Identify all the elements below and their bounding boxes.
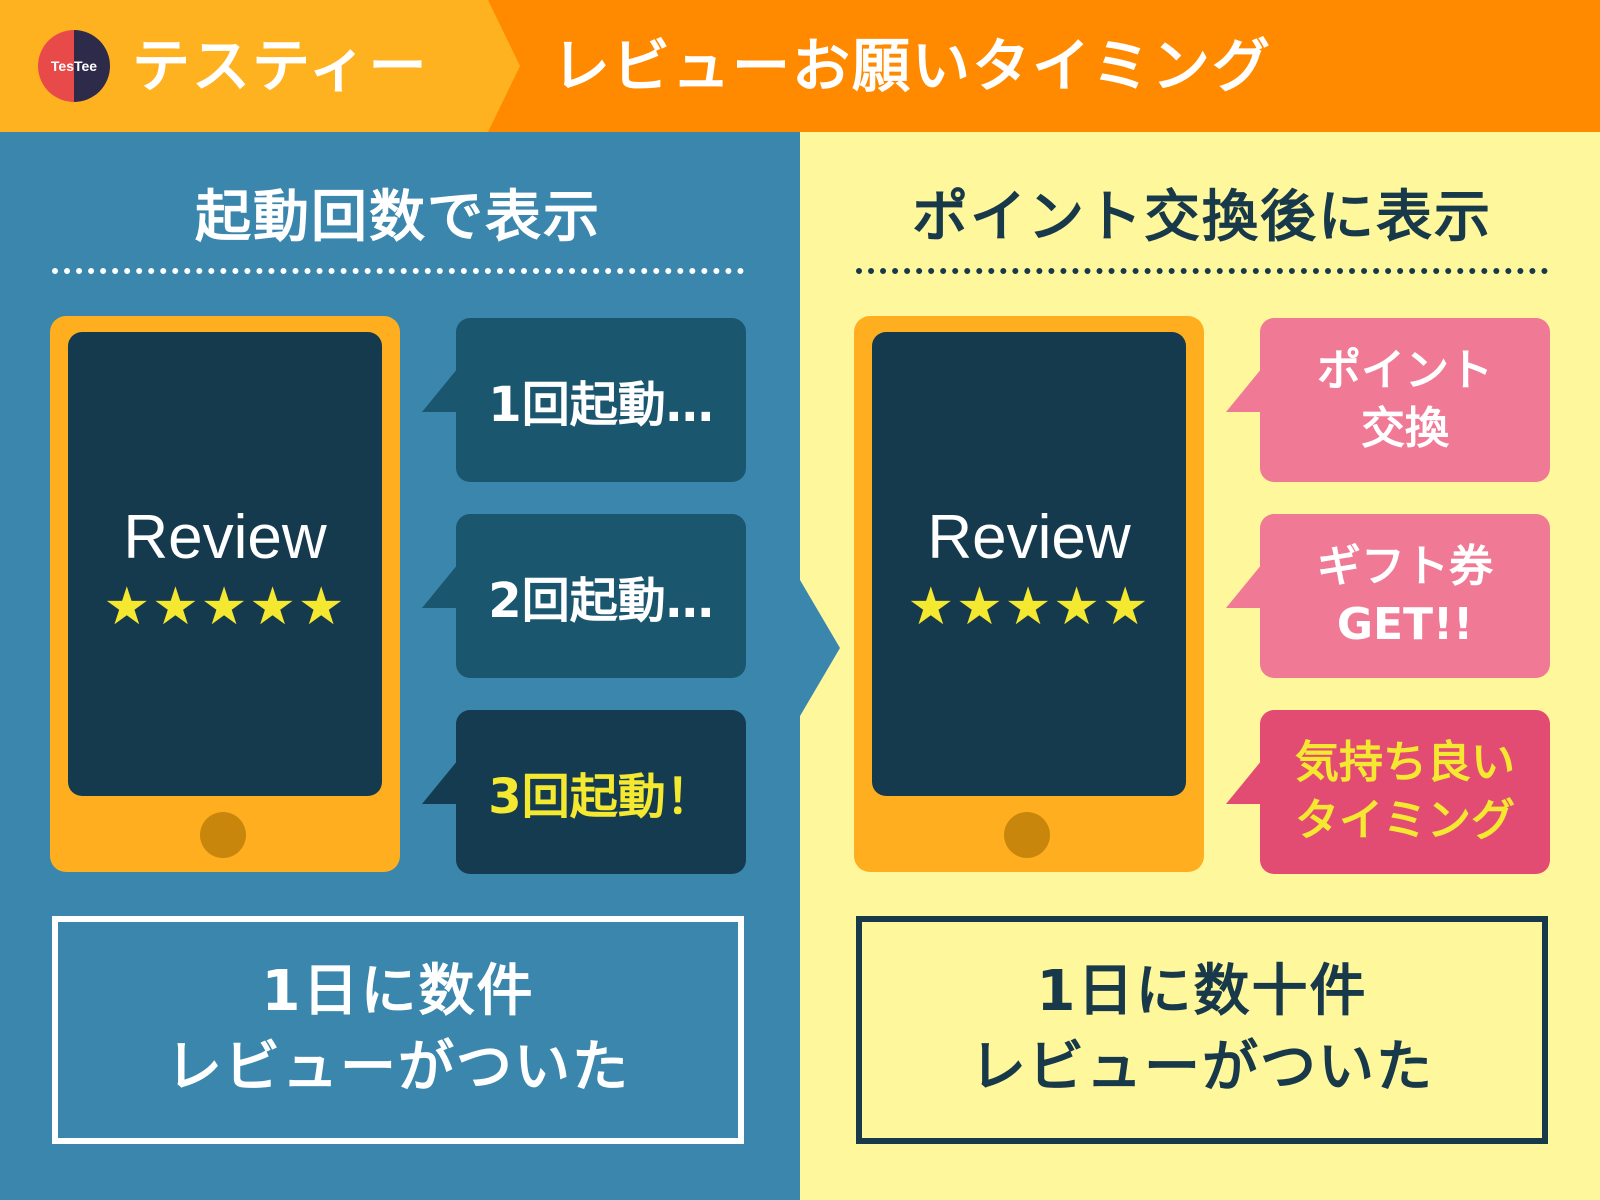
bubble-line1: ポイント	[1317, 345, 1493, 396]
bubble-launch-2: 2回起動…	[422, 514, 746, 678]
logo-text: TesTee	[50, 58, 98, 74]
left-dotted-divider	[52, 268, 744, 274]
left-phone: Review ★★★★★	[50, 316, 400, 872]
page-title: レビューお願いタイミング	[552, 32, 1273, 100]
bubble-text: 1回起動…	[488, 377, 714, 433]
home-button-icon	[1004, 812, 1050, 858]
result-line1: 1日に数件	[261, 959, 535, 1024]
bubble-launch-1: 1回起動…	[422, 318, 746, 482]
five-star-icon: ★★★★★	[103, 577, 347, 637]
right-section-title: ポイント交換後に表示	[912, 185, 1492, 250]
bubble-line2: 交換	[1361, 403, 1449, 454]
bubble-line1: ギフト券	[1317, 541, 1493, 592]
bubble-text: 2回起動…	[488, 573, 714, 629]
result-line1: 1日に数十件	[1036, 959, 1368, 1024]
review-label: Review	[123, 503, 327, 572]
bubble-good-timing: 気持ち良い タイミング	[1226, 710, 1550, 874]
phone-screen: Review ★★★★★	[68, 332, 382, 796]
left-section-title: 起動回数で表示	[195, 185, 601, 250]
right-phone: Review ★★★★★	[854, 316, 1204, 872]
bubble-launch-3: 3回起動！	[422, 710, 746, 874]
result-line2: レビューがついた	[166, 1035, 630, 1100]
right-result-box: 1日に数十件 レビューがついた	[856, 916, 1548, 1144]
phone-screen: Review ★★★★★	[872, 332, 1186, 796]
bubble-line1: 気持ち良い	[1295, 737, 1515, 788]
home-button-icon	[200, 812, 246, 858]
bubble-point-exchange: ポイント 交換	[1226, 318, 1550, 482]
brand-name: テスティー	[132, 32, 429, 100]
result-line2: レビューがついた	[970, 1035, 1434, 1100]
bubble-line2: GET!!	[1336, 599, 1474, 650]
left-result-box: 1日に数件 レビューがついた	[47, 911, 749, 1149]
bubble-line2: タイミング	[1295, 795, 1515, 846]
bubble-gift-card: ギフト券 GET!!	[1226, 514, 1550, 678]
testee-logo: TesTee	[38, 30, 110, 102]
right-dotted-divider	[856, 268, 1548, 274]
review-label: Review	[927, 503, 1131, 572]
five-star-icon: ★★★★★	[907, 577, 1151, 637]
bubble-text: 3回起動！	[488, 769, 714, 825]
header-bar: TesTee テスティー レビューお願いタイミング	[0, 0, 1600, 132]
